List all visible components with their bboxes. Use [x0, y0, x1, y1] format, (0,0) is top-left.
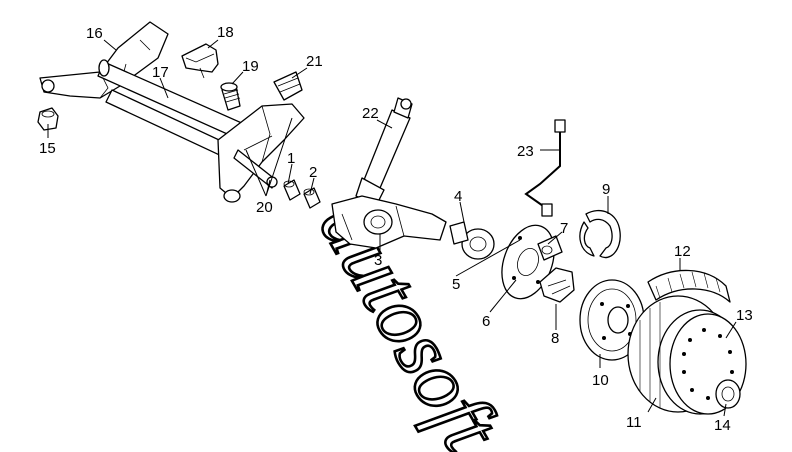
part-23-brake-pipe — [524, 119, 566, 217]
callout-18: 18 — [217, 24, 234, 41]
part-9-brake-shoes — [579, 209, 621, 259]
part-2-bush — [303, 187, 321, 209]
part-4-bearing — [449, 221, 495, 260]
callout-21: 21 — [306, 53, 323, 70]
part-19-bump-stop — [220, 82, 241, 111]
part-7-wheel-cylinder — [537, 235, 563, 261]
part-15-nut — [37, 107, 59, 131]
callout-11: 11 — [626, 414, 642, 431]
callout-16: 16 — [86, 25, 103, 42]
callout-5: 5 — [452, 276, 460, 293]
callout-1: 1 — [287, 150, 295, 167]
part-12-hubcap — [647, 269, 731, 303]
callout-3: 3 — [374, 252, 382, 269]
part-3-trailing-arm — [331, 195, 447, 249]
part-21-mount — [273, 71, 303, 101]
part-1-bush — [283, 179, 301, 201]
callout-4: 4 — [454, 188, 462, 205]
callout-15: 15 — [39, 140, 56, 157]
callout-19: 19 — [242, 58, 259, 75]
callout-22: 22 — [362, 105, 379, 122]
callout-23: 23 — [517, 143, 534, 160]
callout-12: 12 — [674, 243, 691, 260]
callout-8: 8 — [551, 330, 559, 347]
callout-20: 20 — [256, 199, 273, 216]
part-14-hub-cap — [715, 379, 741, 409]
callout-13: 13 — [736, 307, 753, 324]
callout-7: 7 — [560, 220, 568, 237]
callout-6: 6 — [482, 313, 490, 330]
callouts: 16 18 19 21 17 15 20 1 2 22 23 3 4 5 6 7… — [39, 24, 753, 434]
leader-lines — [47, 39, 737, 417]
callout-9: 9 — [602, 181, 610, 198]
callout-10: 10 — [592, 372, 609, 389]
part-16-crossmember — [39, 21, 169, 99]
callout-2: 2 — [309, 164, 317, 181]
callout-17: 17 — [152, 64, 169, 81]
part-18-clamp — [181, 43, 219, 79]
part-10-brake-drum — [579, 279, 645, 361]
callout-14: 14 — [714, 417, 731, 434]
part-20-bracket — [217, 103, 305, 203]
part-8-adjuster — [539, 267, 575, 303]
